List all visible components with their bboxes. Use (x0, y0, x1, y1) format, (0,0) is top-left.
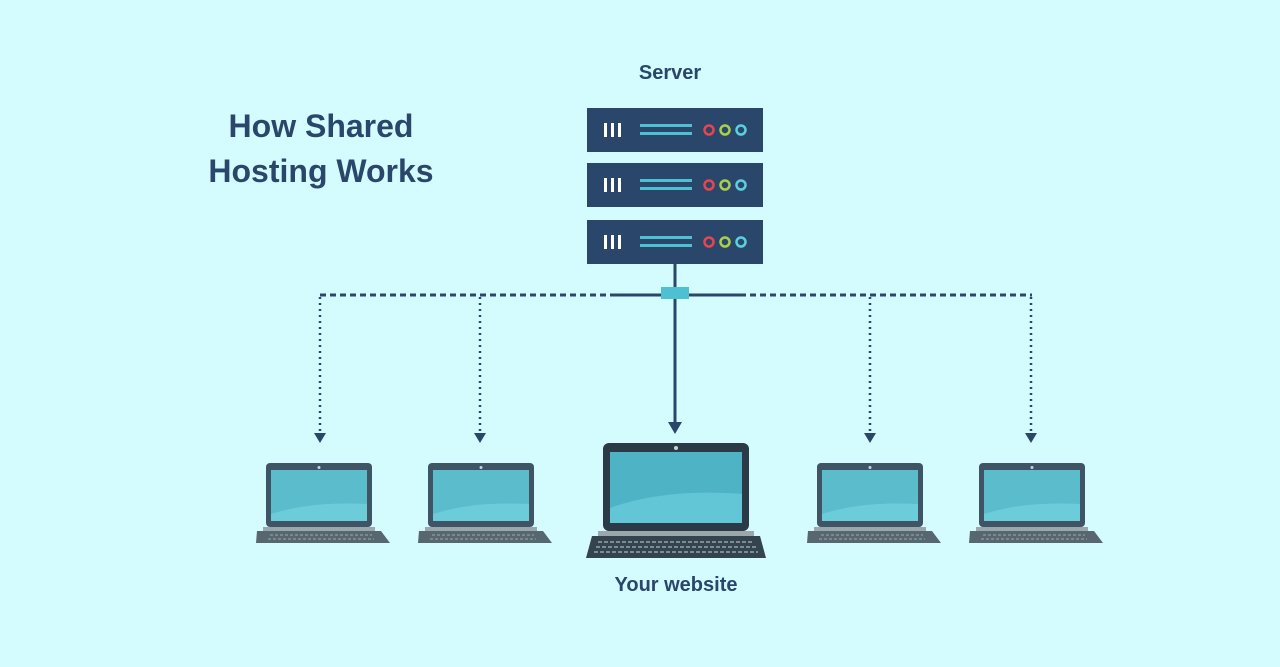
title-line-1: How Shared (228, 108, 414, 144)
server-unit-1 (585, 106, 765, 154)
laptop-icon (417, 462, 553, 544)
arrow-your-website (668, 422, 682, 434)
arrow-1 (314, 433, 326, 443)
server-unit-2 (585, 161, 765, 209)
your-website-laptop-icon (586, 443, 766, 558)
title-line-2: Hosting Works (208, 153, 434, 189)
laptop-icon (255, 462, 391, 544)
arrow-4 (864, 433, 876, 443)
diagram-title: How Shared Hosting Works (185, 104, 457, 194)
laptop-icon (968, 462, 1104, 544)
network-hub-icon (661, 287, 689, 299)
arrow-5 (1025, 433, 1037, 443)
your-website-label: Your website (614, 574, 738, 596)
server-label: Server (638, 62, 702, 84)
arrow-2 (474, 433, 486, 443)
laptop-icon (806, 462, 942, 544)
server-unit-3 (585, 218, 765, 266)
